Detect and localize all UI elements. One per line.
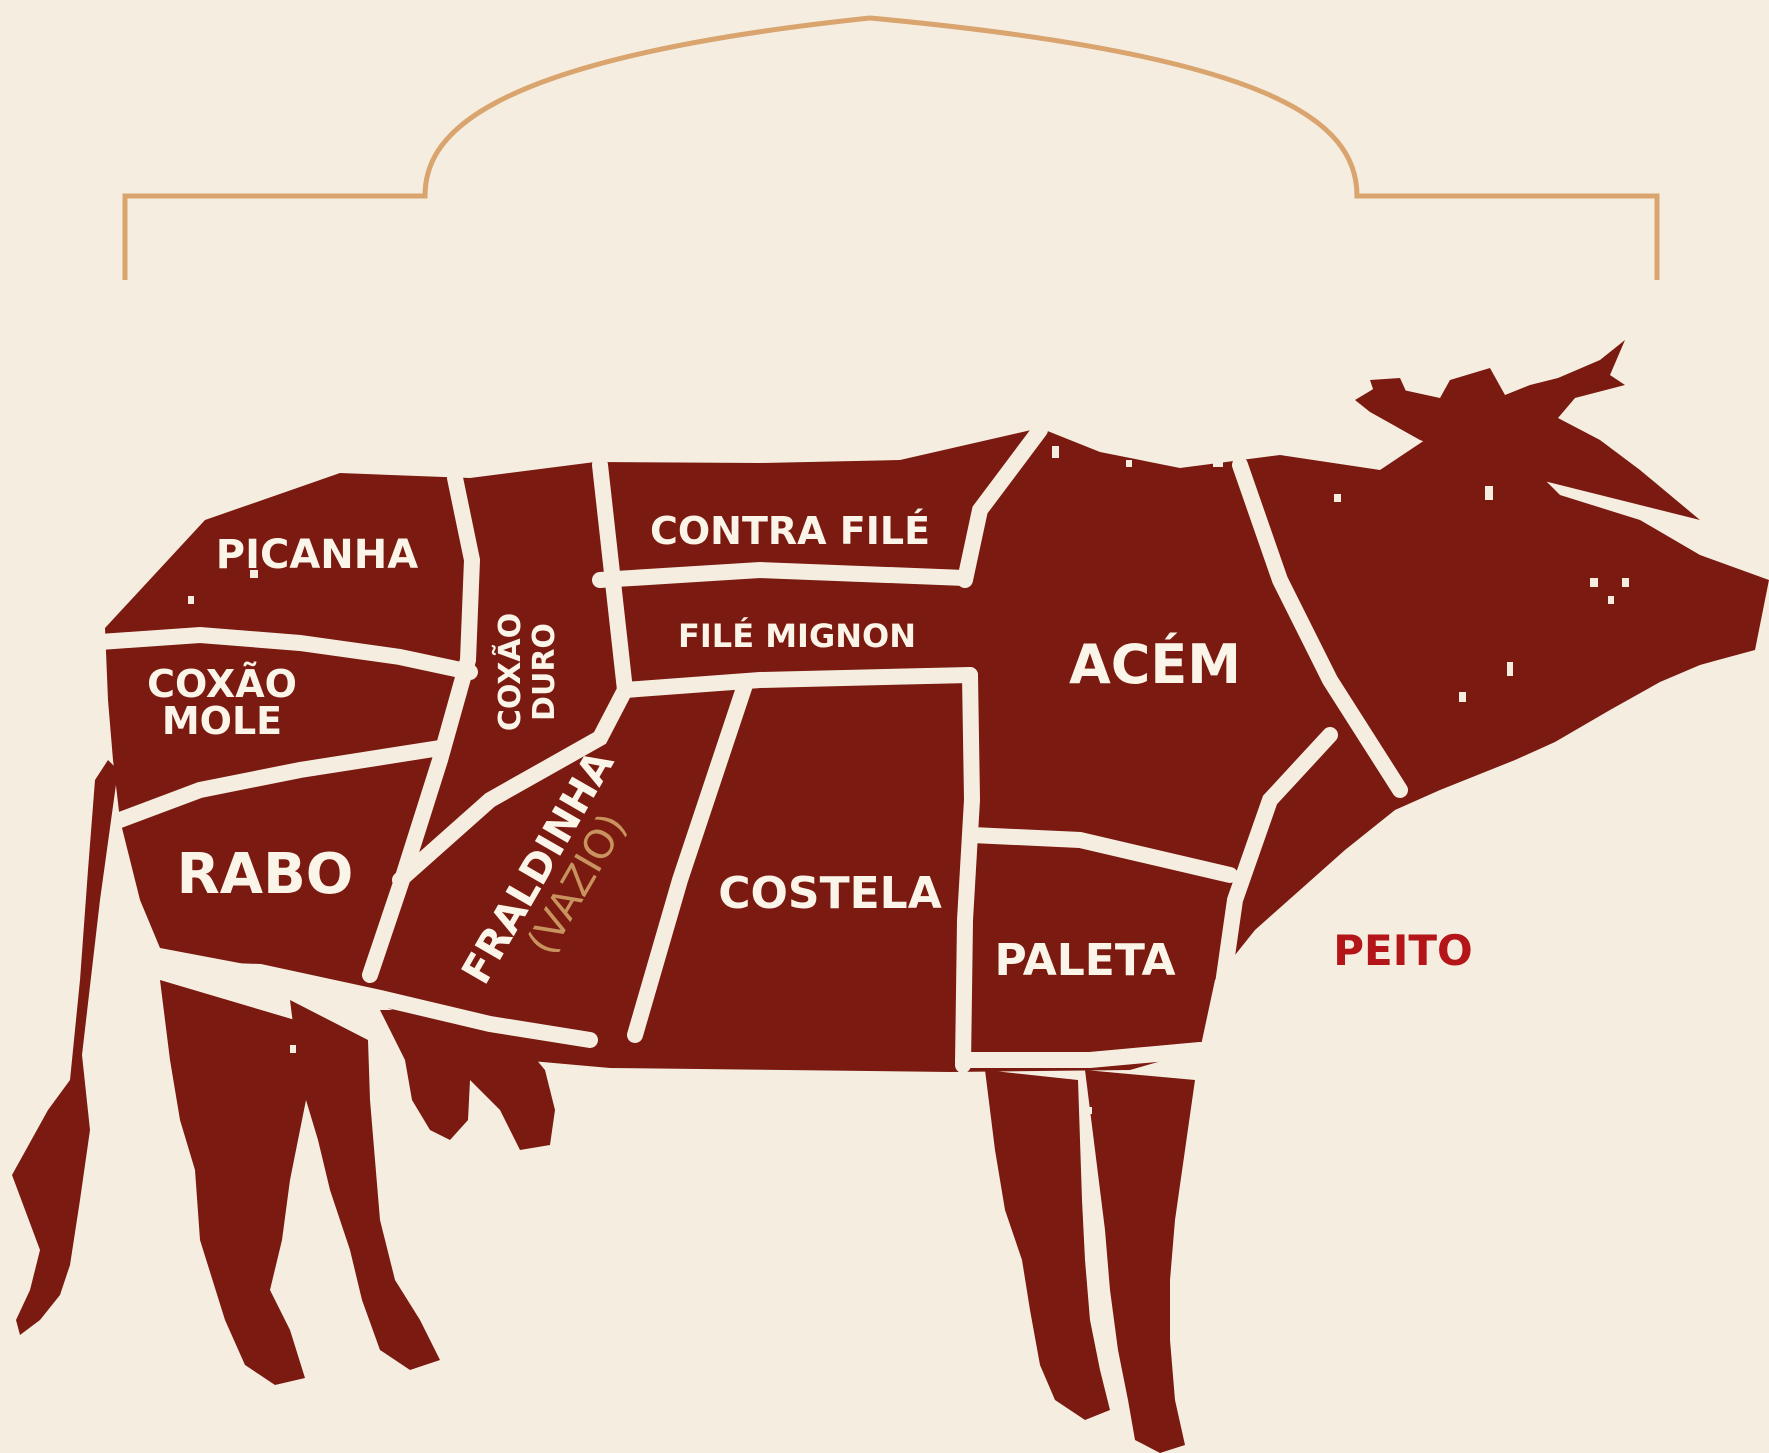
label-paleta: PALETA: [994, 935, 1175, 986]
label-rabo: RABO: [177, 842, 354, 907]
label-coxao-mole-line2: MOLE: [162, 699, 282, 743]
label-coxao-duro-group: COXÃO DURO: [491, 613, 562, 731]
label-peito: PEITO: [1333, 926, 1472, 975]
label-coxao-duro-line1: COXÃO: [491, 613, 528, 731]
decorative-frame: [125, 18, 1657, 280]
label-coxao-duro-line2: DURO: [527, 623, 562, 721]
label-picanha: PICANHA: [216, 532, 418, 578]
label-acem: ACÉM: [1069, 633, 1241, 696]
label-costela: COSTELA: [718, 868, 942, 919]
label-contra-file: CONTRA FILÉ: [650, 509, 930, 553]
label-file-mignon: FILÉ MIGNON: [678, 617, 916, 655]
